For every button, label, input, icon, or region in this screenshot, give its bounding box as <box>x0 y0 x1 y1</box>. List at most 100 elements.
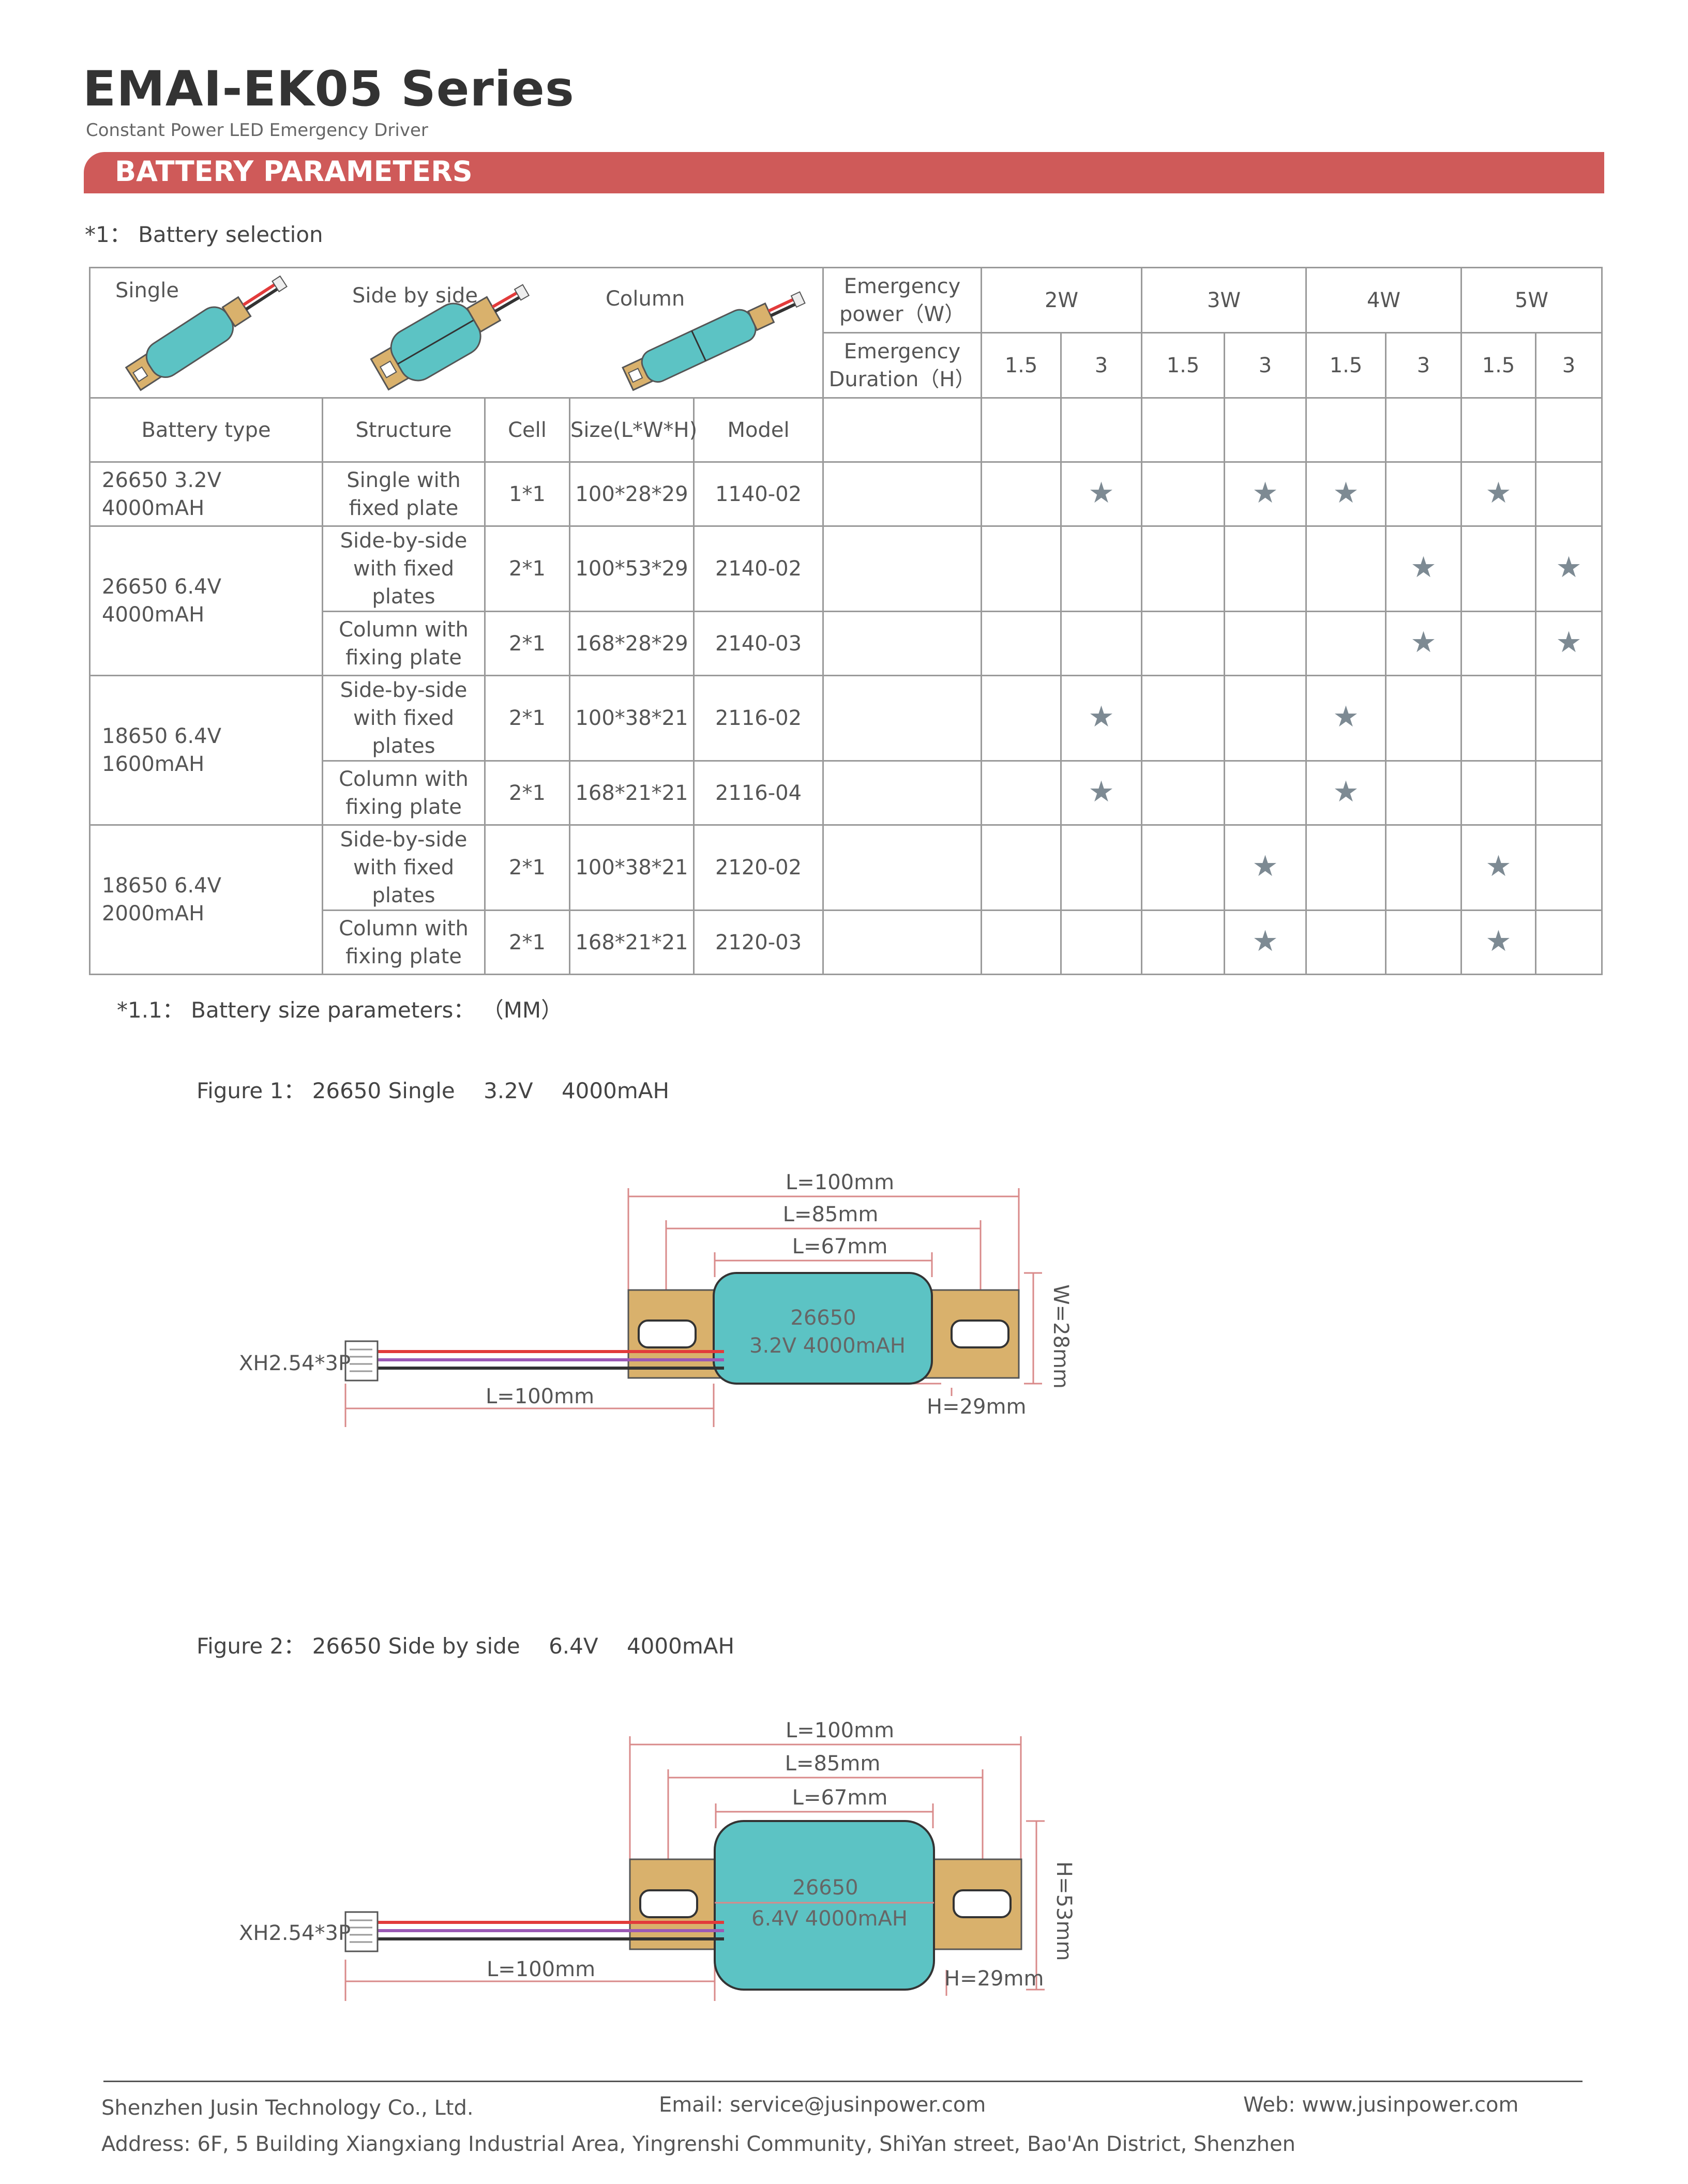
selection-cell <box>1460 760 1537 826</box>
star-icon: ★ <box>1088 476 1114 510</box>
model-cell: 2116-02 <box>692 675 824 762</box>
selection-cell: ★ <box>1060 675 1143 762</box>
selection-cell: ★ <box>1460 824 1537 911</box>
selection-cell <box>981 611 1062 676</box>
emergency-power-header: Emergency power（W） <box>822 267 983 333</box>
fig2-connector-label: XH2.54*3P <box>239 1921 351 1945</box>
battery-selection-label: *1： Battery selection <box>85 222 323 247</box>
column-header-battery-type: Battery type <box>89 397 323 463</box>
structure-cell: Side-by-side with fixed plates <box>322 675 486 762</box>
structure-cell: Side-by-side with fixed plates <box>322 824 486 911</box>
star-icon: ★ <box>1556 551 1582 584</box>
fig1-cell-label-1: 26650 <box>790 1306 856 1330</box>
section-banner <box>84 152 1604 193</box>
selection-cell: ★ <box>1060 461 1143 527</box>
selection-cell <box>1141 824 1226 911</box>
spacer-cell <box>822 760 983 826</box>
selection-cell <box>1535 909 1603 975</box>
battery-pictures <box>125 275 806 391</box>
battery-selection-table: Single Side by side Column <box>88 267 1603 975</box>
star-icon: ★ <box>1485 924 1512 958</box>
figure1-caption: Figure 1： 26650 Single 3.2V 4000mAH <box>197 1078 670 1103</box>
selection-cell: ★ <box>1385 611 1463 676</box>
selection-cell: ★ <box>1305 461 1387 527</box>
selection-cell: ★ <box>1535 611 1603 676</box>
selection-cell: ★ <box>1060 760 1143 826</box>
spacer-cell <box>822 611 983 676</box>
star-icon: ★ <box>1088 700 1114 734</box>
structure-cell: Single with fixed plate <box>322 461 486 527</box>
selection-cell: ★ <box>1224 461 1307 527</box>
spacer-cell <box>822 824 983 911</box>
size-cell: 168*28*29 <box>569 611 695 676</box>
power-4w-header: 4W <box>1305 267 1463 333</box>
selection-cell <box>981 525 1062 612</box>
selection-cell <box>1060 824 1143 911</box>
spacer-cell <box>822 525 983 612</box>
cell-cell: 2*1 <box>484 909 570 975</box>
battery-type-cell: 18650 6.4V 2000mAH <box>89 824 323 975</box>
selection-cell <box>1305 909 1387 975</box>
selection-cell <box>1460 675 1537 762</box>
selection-cell <box>1141 675 1226 762</box>
power-5w-header: 5W <box>1460 267 1603 333</box>
spacer-cell <box>822 909 983 975</box>
selection-cell <box>1385 760 1463 826</box>
star-icon: ★ <box>1485 850 1512 883</box>
duration-header: 3 <box>1535 332 1603 399</box>
fig2-cell-label-1: 26650 <box>792 1876 858 1900</box>
size-cell: 100*38*21 <box>569 675 695 762</box>
fig2-dim-wire-length: L=100mm <box>487 1958 595 1981</box>
selection-cell <box>1141 525 1226 612</box>
structure-cell: Column with fixing plate <box>322 909 486 975</box>
selection-cell: ★ <box>1305 760 1387 826</box>
fig2-dim-total-length: L=100mm <box>786 1719 894 1742</box>
selection-cell <box>1141 909 1226 975</box>
cell-cell: 2*1 <box>484 824 570 911</box>
selection-cell <box>981 824 1062 911</box>
column-battery-picture <box>622 291 806 391</box>
star-icon: ★ <box>1252 924 1278 958</box>
fig1-dim-plate-length: L=85mm <box>783 1203 879 1226</box>
figure2-drawing: L=100mm L=85mm L=67mm H=53mm H=29mm L=10… <box>239 1719 1076 2001</box>
selection-cell <box>1141 461 1226 527</box>
fig2-cell-label-2: 6.4V 4000mAH <box>751 1907 908 1931</box>
selection-cell <box>1060 525 1143 612</box>
footer-web[interactable]: Web: www.jusinpower.com <box>1243 2093 1519 2117</box>
selection-cell <box>1060 909 1143 975</box>
size-cell: 100*38*21 <box>569 824 695 911</box>
selection-cell <box>1141 611 1226 676</box>
selection-cell <box>981 760 1062 826</box>
selection-cell: ★ <box>1224 909 1307 975</box>
selection-cell <box>1535 824 1603 911</box>
section-title: BATTERY PARAMETERS <box>115 155 473 188</box>
fig1-dim-total-length: L=100mm <box>786 1171 894 1194</box>
picture-label-column: Column <box>606 287 685 311</box>
column-header-size: Size(L*W*H) <box>569 397 697 463</box>
footer-email[interactable]: Email: service@jusinpower.com <box>659 2093 986 2117</box>
selection-cell <box>1535 760 1603 826</box>
fig1-connector-label: XH2.54*3P <box>239 1352 351 1375</box>
column-header-structure: Structure <box>322 397 486 463</box>
selection-cell <box>981 909 1062 975</box>
selection-cell <box>1385 824 1463 911</box>
fig1-dim-height: H=29mm <box>927 1395 1026 1419</box>
star-icon: ★ <box>1252 850 1278 883</box>
selection-cell <box>1460 611 1537 676</box>
star-icon: ★ <box>1333 476 1359 510</box>
duration-header: 3 <box>1060 332 1143 399</box>
emergency-duration-header: Emergency Duration（H） <box>822 332 983 399</box>
spacer-cell <box>822 675 983 762</box>
star-icon: ★ <box>1333 700 1359 734</box>
selection-cell: ★ <box>1385 525 1463 612</box>
selection-cell <box>1460 525 1537 612</box>
size-cell: 168*21*21 <box>569 760 695 826</box>
selection-cell <box>1305 824 1387 911</box>
model-cell: 2120-03 <box>692 909 824 975</box>
